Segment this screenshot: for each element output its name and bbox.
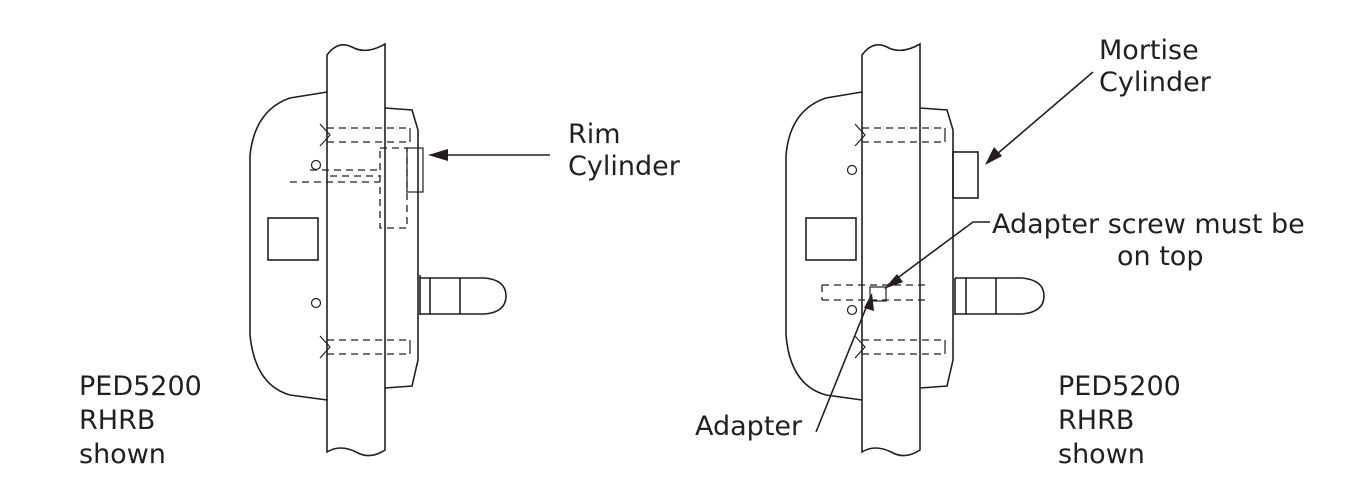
right-strike-plate [919, 107, 954, 389]
right-adapter-screw [869, 286, 887, 302]
right-lock-drawing [785, 42, 1094, 457]
left-lever-handle [419, 275, 507, 315]
right-model-line1: PED5200 [1058, 371, 1181, 402]
left-callout-line1: Rim [568, 119, 621, 150]
right-screw-note-line2: on top [1117, 241, 1204, 272]
right-upper-screw-hole [846, 164, 858, 176]
right-adapter-label: Adapter [695, 411, 803, 442]
right-adapter-screw-leader [887, 221, 990, 286]
right-lever-handle [954, 277, 1045, 315]
right-model-line3: shown [1058, 439, 1145, 470]
right-screw-note-line1: Adapter screw must be [992, 209, 1305, 240]
right-callout-line1: Mortise [1099, 35, 1199, 66]
right-access-window [805, 217, 857, 261]
right-callout-line2: Cylinder [1099, 67, 1211, 98]
right-mortise-cylinder-leader [989, 71, 1094, 161]
left-model-line3: shown [79, 439, 166, 470]
right-mortise-cylinder [952, 151, 979, 199]
left-upper-screw-hole [310, 159, 322, 171]
left-access-window [267, 217, 319, 261]
left-door-edge [326, 42, 386, 457]
left-lock-housing [249, 91, 328, 401]
left-model-line1: PED5200 [79, 371, 202, 402]
right-adapter-leader [815, 297, 871, 433]
right-lock-housing [785, 91, 863, 401]
right-model-line2: RHRB [1058, 405, 1135, 436]
right-lower-screw-hole [846, 304, 858, 316]
left-rim-cylinder-outline [379, 147, 408, 229]
right-door-edge [861, 42, 921, 457]
left-callout-line2: Cylinder [568, 151, 680, 182]
left-lock-drawing [249, 42, 550, 457]
left-strike-plate [384, 107, 419, 389]
left-model-line2: RHRB [79, 405, 156, 436]
left-lower-screw-hole [310, 297, 322, 309]
